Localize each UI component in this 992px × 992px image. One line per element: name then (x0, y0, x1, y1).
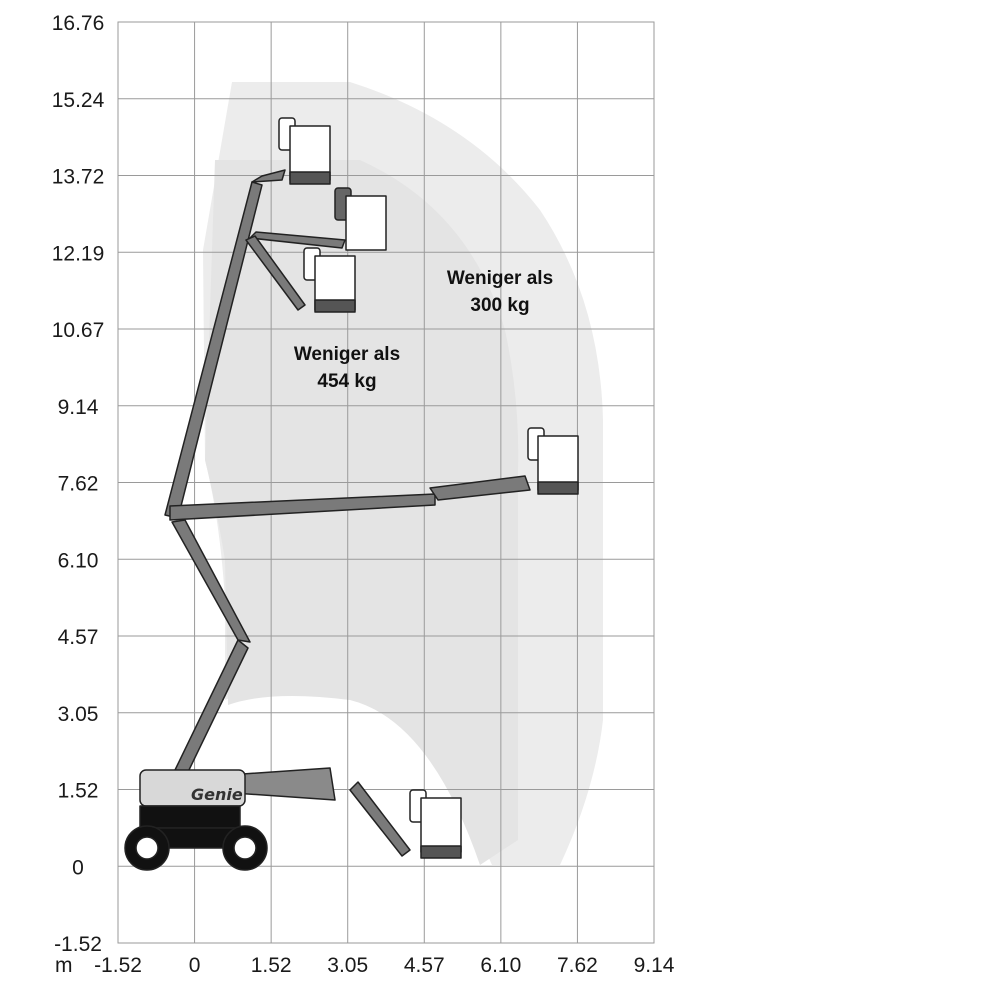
basket-horizontal (527, 427, 579, 495)
chassis-base (139, 805, 241, 829)
x-tick-label: 0 (189, 954, 201, 977)
x-tick-label: 6.10 (480, 954, 521, 977)
y-tick-label: 7.62 (58, 473, 99, 496)
x-axis-ticks: -1.52 0 1.52 3.05 4.57 6.10 7.62 9.14 (94, 954, 675, 977)
y-tick-label: 4.57 (58, 626, 99, 649)
x-tick-label: 1.52 (251, 954, 292, 977)
wheel-rear (222, 825, 268, 871)
y-tick-label: 15.24 (52, 89, 105, 112)
y-tick-label: 9.14 (58, 396, 99, 419)
horizontal-boom (169, 493, 436, 521)
brand-logo: Genie (191, 785, 243, 804)
boom-lift-drawing (124, 117, 579, 871)
upper-jib-3 (245, 235, 306, 311)
lower-jib (349, 781, 411, 857)
basket-top (278, 117, 331, 185)
y-tick-label: 12.19 (52, 242, 105, 265)
x-tick-label: 4.57 (404, 954, 445, 977)
basket-mid (303, 247, 356, 313)
zone-300kg-label-line1: Weniger als (447, 268, 553, 289)
x-unit-label: m (55, 954, 73, 977)
upper-jib-1 (251, 169, 286, 183)
y-tick-label: 3.05 (58, 703, 99, 726)
lower-boom-upper (171, 519, 251, 643)
x-tick-label: 9.14 (634, 954, 675, 977)
zone-454kg-envelope (205, 160, 519, 865)
y-tick-label: 6.10 (58, 549, 99, 572)
wheel-front (124, 825, 170, 871)
lower-boom (174, 639, 249, 773)
y-tick-label: -1.52 (54, 933, 102, 956)
y-tick-label: 0 (72, 856, 84, 879)
x-tick-label: 7.62 (557, 954, 598, 977)
x-tick-label: -1.52 (94, 954, 142, 977)
x-tick-label: 3.05 (327, 954, 368, 977)
basket-ground (409, 789, 462, 859)
y-tick-label: 10.67 (52, 319, 105, 342)
zone-454kg-label-line1: Weniger als (294, 344, 400, 365)
basket-upper (334, 187, 387, 251)
horizontal-jib (429, 475, 531, 501)
y-tick-label: 1.52 (58, 780, 99, 803)
zone-454kg-label-line2: 454 kg (317, 371, 376, 392)
y-axis-ticks: 16.76 15.24 13.72 12.19 10.67 9.14 7.62 6.10 4.5… (52, 12, 105, 956)
zone-300kg-label-line2: 300 kg (470, 295, 529, 316)
y-tick-label: 13.72 (52, 166, 105, 189)
y-tick-label: 16.76 (52, 12, 105, 35)
upper-jib-2 (249, 231, 346, 249)
